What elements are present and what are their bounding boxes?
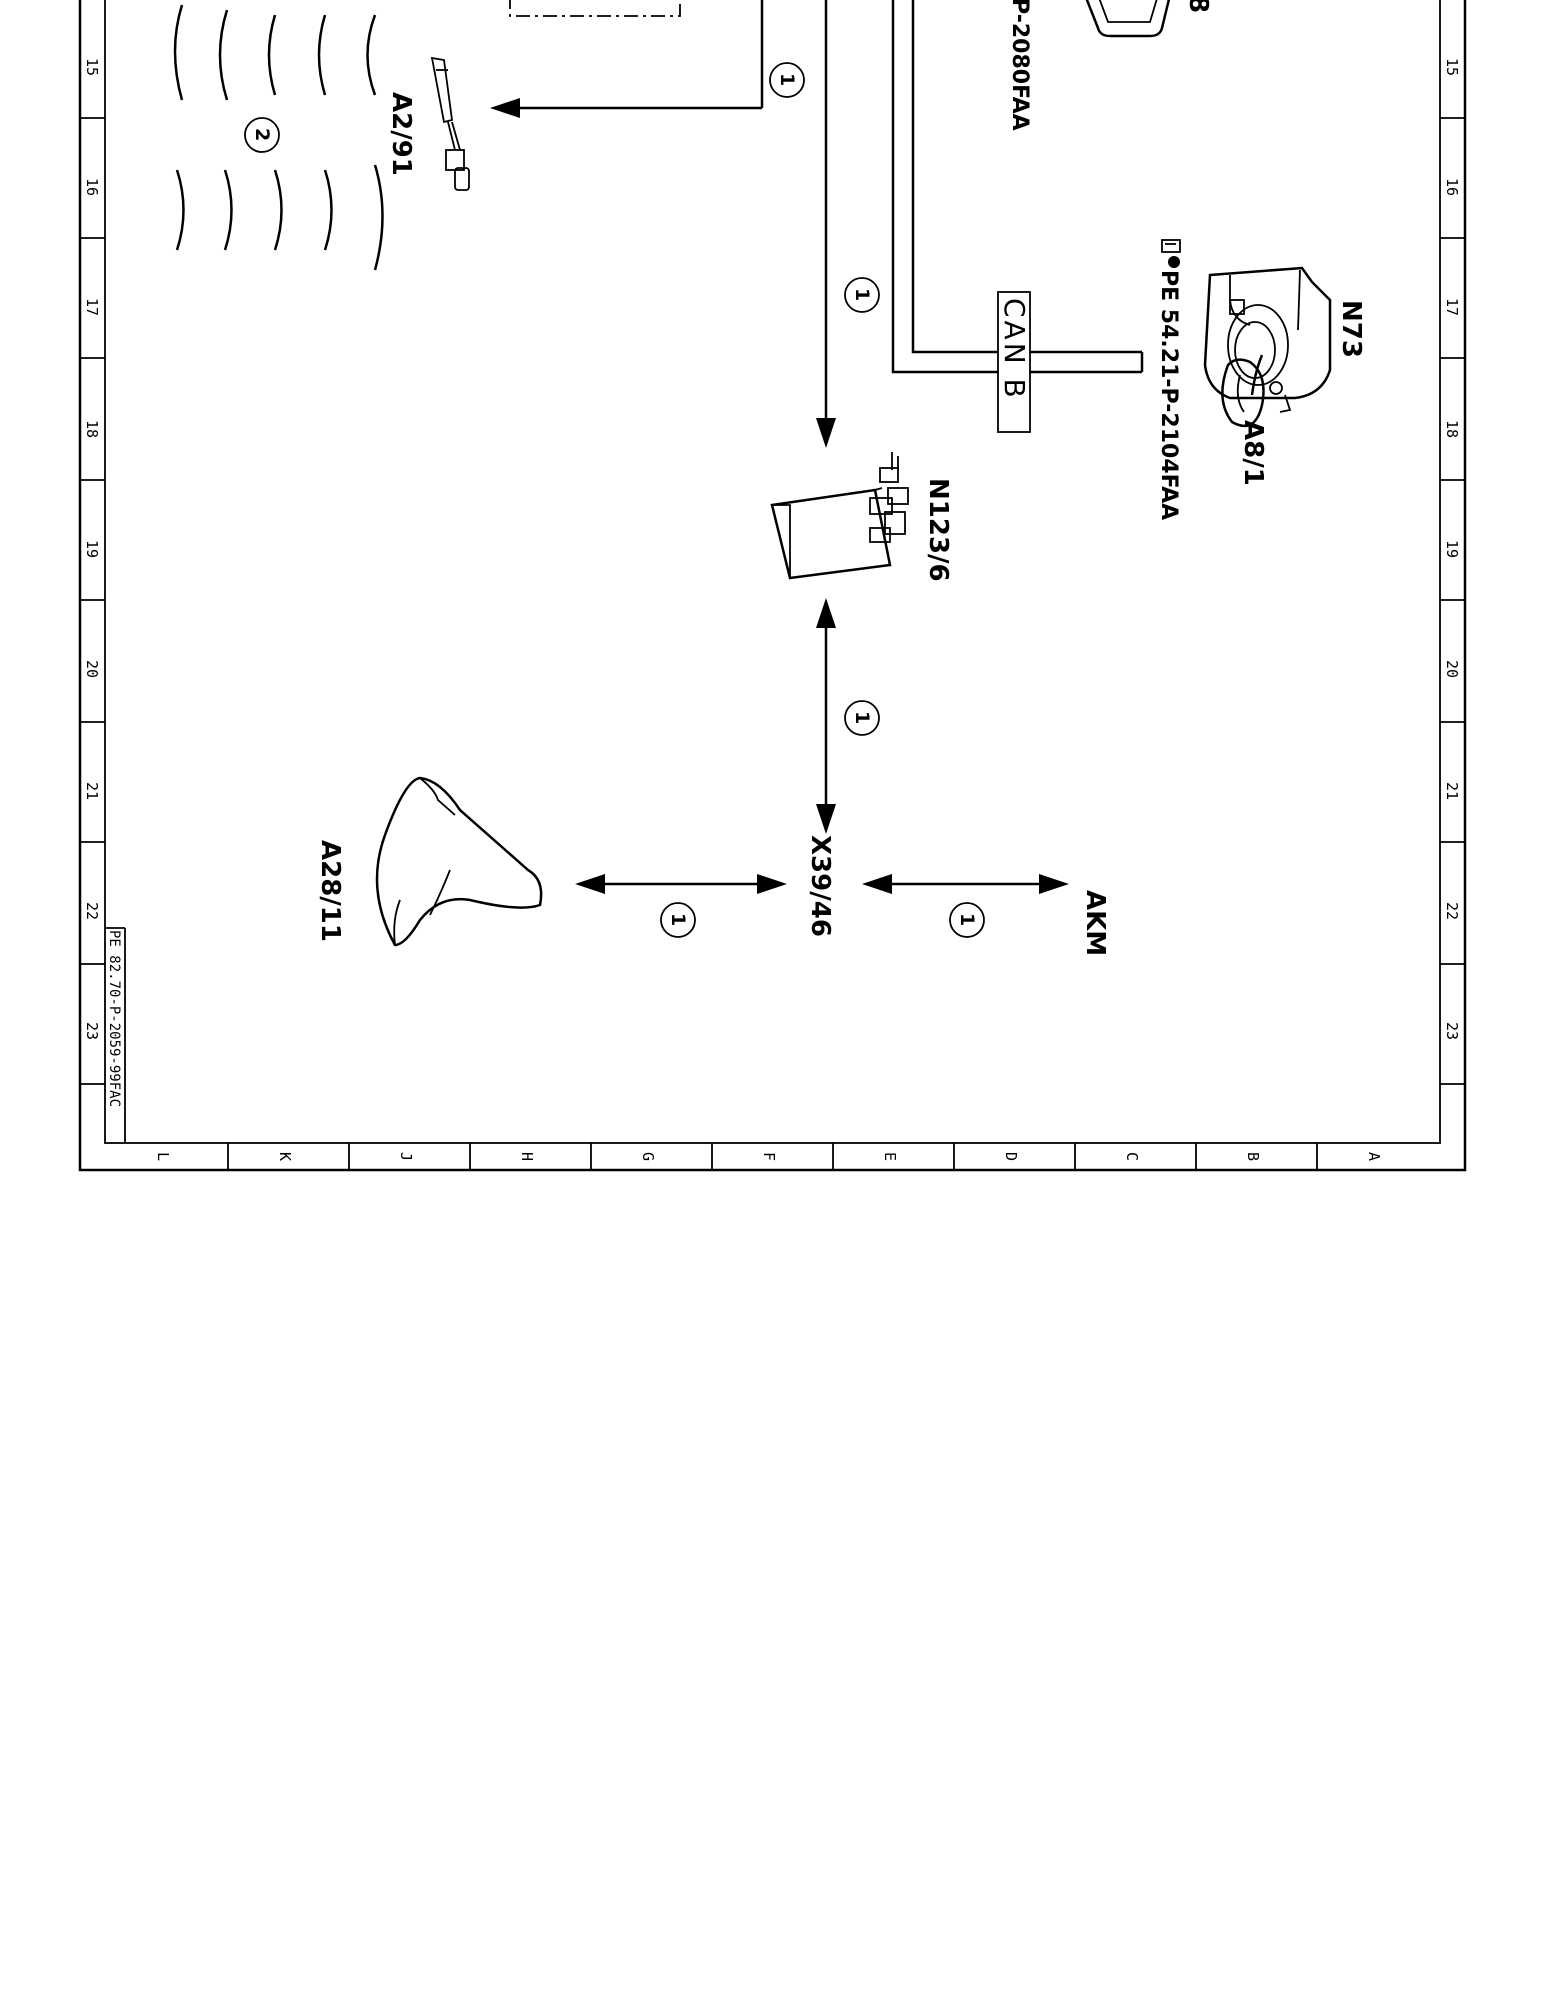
- reference-pe-54-21: PE 54.21-P-2104FAA: [1156, 270, 1181, 520]
- label-partial-8: 8: [1183, 0, 1213, 13]
- column-letter-d: D: [1002, 1152, 1020, 1161]
- row-number-right-16: 16: [1443, 178, 1461, 196]
- row-number-right-15: 15: [1443, 58, 1461, 76]
- row-number-right-20: 20: [1443, 660, 1461, 678]
- column-letter-e: E: [881, 1152, 899, 1161]
- row-number-left-20: 20: [83, 660, 101, 678]
- row-number-left-16: 16: [83, 178, 101, 196]
- row-number-left-21: 21: [83, 782, 101, 800]
- can-b-label: CAN B: [998, 298, 1031, 401]
- row-number-right-23: 23: [1443, 1022, 1461, 1040]
- row-number-right-19: 19: [1443, 540, 1461, 558]
- drawing-frame: 15 16 17 18 19 20 21 22 23 15 16 17 18 1…: [78, 0, 1467, 1172]
- row-number-right-18: 18: [1443, 420, 1461, 438]
- partial-component-icon: [1085, 0, 1171, 38]
- marker-1-a: 1: [769, 62, 805, 98]
- row-number-left-18: 18: [83, 420, 101, 438]
- row-number-left-22: 22: [83, 902, 101, 920]
- ignition-switch-n73-icon: [1203, 266, 1332, 428]
- module-n123-6-icon: [770, 452, 909, 580]
- marker-1-a-text: 1: [776, 73, 798, 86]
- left-row-ticks: [80, 117, 105, 1085]
- antenna-a28-11-icon: [375, 776, 543, 947]
- wiring: [490, 0, 1144, 894]
- row-number-right-17: 17: [1443, 298, 1461, 316]
- marker-1-e: 1: [949, 902, 985, 938]
- row-number-left-17: 17: [83, 298, 101, 316]
- label-akm: AKM: [1080, 890, 1110, 956]
- row-number-right-22: 22: [1443, 902, 1461, 920]
- marker-2: 2: [244, 117, 280, 153]
- can-b-label-box: CAN B: [997, 291, 1031, 433]
- bottom-column-ticks: [227, 1143, 1318, 1170]
- document-reference-icon: [1161, 239, 1181, 268]
- marker-1-b: 1: [844, 277, 880, 313]
- column-letter-j: J: [397, 1152, 415, 1161]
- label-a8-1: A8/1: [1238, 420, 1268, 486]
- marker-1-c-text: 1: [851, 711, 873, 724]
- marker-1-d: 1: [660, 902, 696, 938]
- column-letter-g: G: [639, 1152, 657, 1161]
- row-number-left-15: 15: [83, 58, 101, 76]
- partial-dashed-box: [509, 0, 681, 17]
- marker-1-c: 1: [844, 700, 880, 736]
- label-x39-46: X39/46: [805, 835, 835, 937]
- radio-waves: [173, 4, 384, 271]
- column-letter-k: K: [276, 1152, 294, 1161]
- label-n73: N73: [1336, 300, 1366, 358]
- label-a28-11: A28/11: [315, 840, 345, 942]
- column-letter-b: B: [1244, 1152, 1262, 1161]
- row-number-right-21: 21: [1443, 782, 1461, 800]
- antenna-a2-91-icon: [430, 56, 470, 191]
- right-row-ticks: [1440, 117, 1465, 1085]
- marker-2-text: 2: [251, 128, 273, 141]
- column-letter-a: A: [1365, 1152, 1383, 1161]
- marker-1-b-text: 1: [851, 288, 873, 301]
- column-letter-c: C: [1123, 1152, 1141, 1161]
- label-n123-6: N123/6: [923, 478, 953, 582]
- drawing-number: PE 82.70-P-2059-99FAC: [106, 930, 122, 1107]
- row-number-left-23: 23: [83, 1022, 101, 1040]
- reference-p-2080faa: P-2080FAA: [1007, 0, 1032, 131]
- marker-1-e-text: 1: [956, 913, 978, 926]
- column-letter-l: L: [154, 1152, 172, 1161]
- marker-1-d-text: 1: [667, 913, 689, 926]
- row-number-left-19: 19: [83, 540, 101, 558]
- column-letter-h: H: [518, 1152, 536, 1161]
- column-letter-f: F: [760, 1152, 778, 1161]
- label-a2-91: A2/91: [386, 92, 416, 176]
